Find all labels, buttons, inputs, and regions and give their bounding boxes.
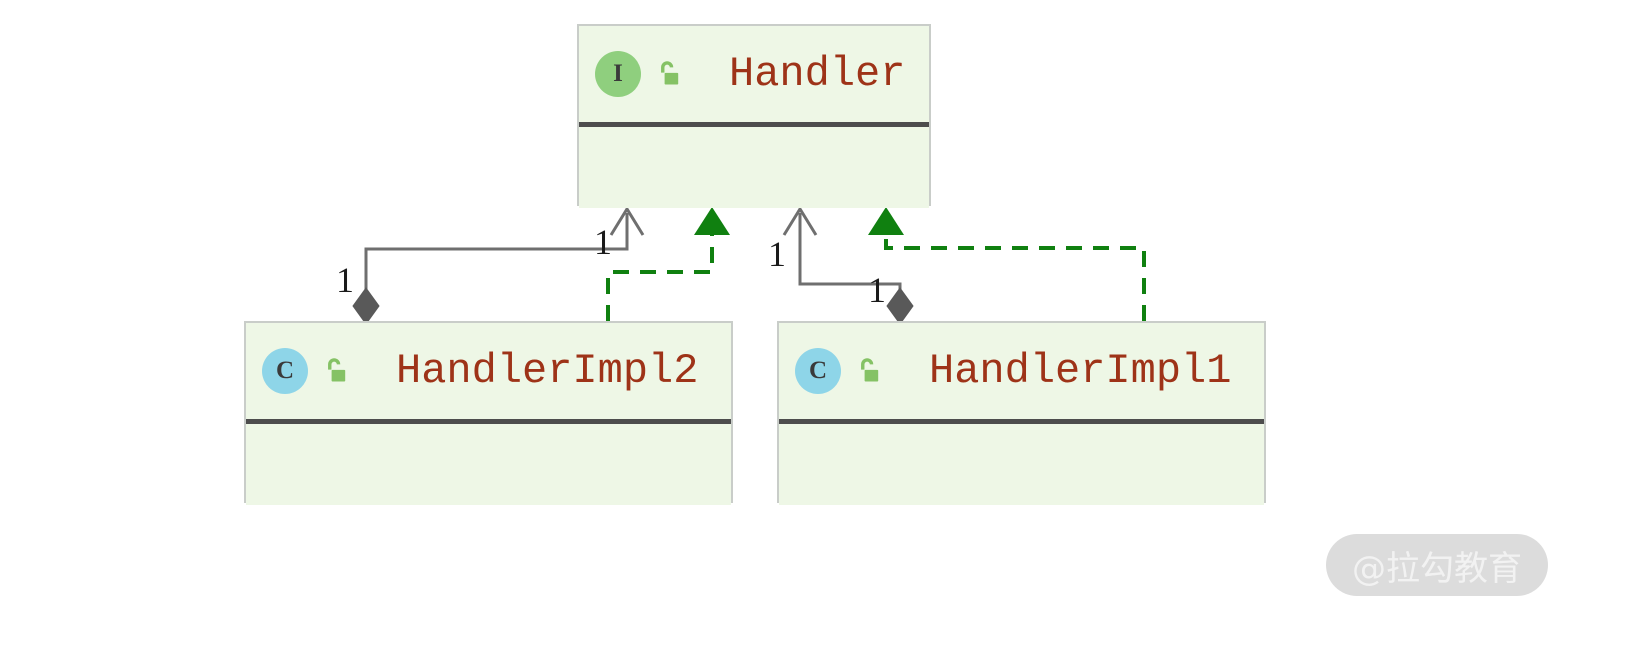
- uml-node-handler-impl-1[interactable]: C HandlerImpl1: [777, 321, 1266, 505]
- realization-triangle-icon: [694, 207, 730, 235]
- node-divider: [246, 419, 731, 424]
- edge-composition-impl1-handler[interactable]: [782, 206, 914, 325]
- open-padlock-icon: [328, 358, 346, 382]
- edge-realization-impl2-handler[interactable]: [606, 207, 730, 321]
- open-padlock-icon: [861, 358, 879, 382]
- node-divider: [779, 419, 1264, 424]
- open-arrowhead-icon: [609, 206, 645, 236]
- node-header: I Handler: [579, 26, 929, 122]
- edge-composition-impl2-handler[interactable]: [352, 206, 645, 325]
- node-members-compartment: [246, 424, 731, 505]
- node-members-compartment: [579, 127, 929, 208]
- node-header: C HandlerImpl2: [246, 323, 731, 419]
- node-title: HandlerImpl2: [396, 347, 699, 395]
- multiplicity-label: 1: [768, 234, 786, 274]
- interface-badge-icon: I: [595, 51, 641, 97]
- uml-node-handler-impl-2[interactable]: C HandlerImpl2: [244, 321, 733, 505]
- node-header: C HandlerImpl1: [779, 323, 1264, 419]
- multiplicity-label: 1: [336, 260, 354, 300]
- composition-diamond-icon: [352, 287, 380, 325]
- multiplicity-label: 1: [594, 222, 612, 262]
- open-arrowhead-icon: [782, 206, 818, 236]
- realization-triangle-icon: [868, 207, 904, 235]
- node-divider: [579, 122, 929, 127]
- node-title: HandlerImpl1: [929, 347, 1232, 395]
- watermark: @拉勾教育: [1326, 534, 1548, 596]
- multiplicity-label: 1: [868, 270, 886, 310]
- uml-node-handler[interactable]: I Handler: [577, 24, 931, 208]
- edge-realization-impl1-handler[interactable]: [868, 207, 1146, 321]
- open-padlock-icon: [661, 61, 679, 85]
- node-title: Handler: [729, 50, 906, 98]
- node-members-compartment: [779, 424, 1264, 505]
- class-badge-icon: C: [262, 348, 308, 394]
- class-badge-icon: C: [795, 348, 841, 394]
- composition-diamond-icon: [886, 287, 914, 325]
